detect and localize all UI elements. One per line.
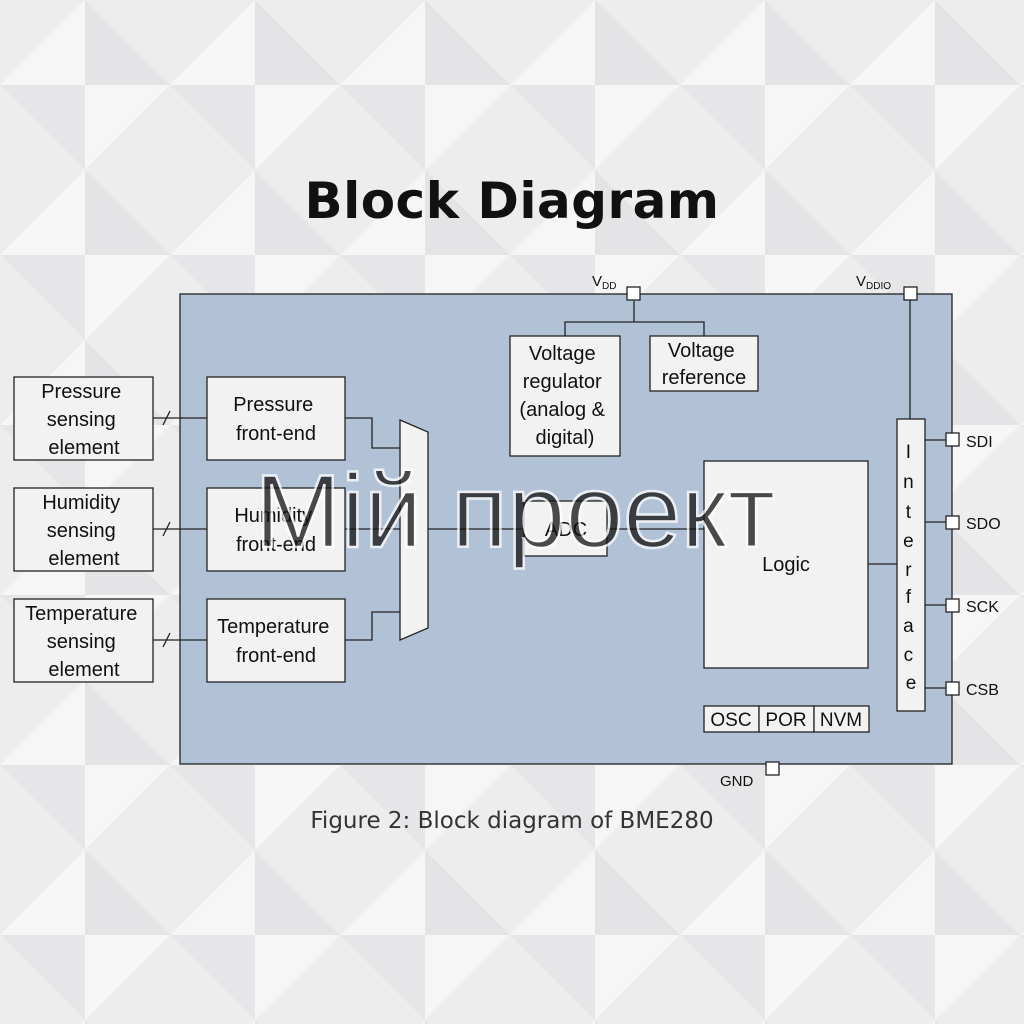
osc-label: OSC	[710, 710, 751, 731]
nvm-label: NVM	[820, 710, 862, 731]
voltage-reference-box	[649, 335, 759, 392]
csb-label: CSB	[966, 682, 999, 699]
temperature-sensor-label: Temperature sensing element	[25, 603, 143, 681]
gnd-pin	[765, 761, 780, 776]
vddio-pin	[903, 286, 918, 301]
humidity-frontend-label: Humidity front-end	[234, 505, 317, 556]
pressure-frontend-box	[206, 376, 346, 461]
adc-label: ADC	[545, 519, 587, 541]
por-box	[758, 705, 815, 733]
watermark: Мій проект	[255, 454, 776, 570]
voltage-regulator-box	[509, 335, 621, 457]
sck-label: SCK	[966, 599, 999, 616]
sck-pin	[945, 598, 960, 613]
pressure-sensor-label: Pressure sensing element	[41, 381, 127, 459]
nvm-box	[813, 705, 870, 733]
vddio-label: VDDIO	[856, 273, 891, 292]
interface-box	[896, 418, 926, 712]
interface-label: I n t e r f a c e	[903, 442, 919, 694]
logic-box	[703, 460, 869, 669]
pressure-frontend-label: Pressure front-end	[233, 394, 319, 445]
por-label: POR	[765, 710, 806, 731]
vdd-label: VDD	[592, 273, 616, 292]
page-title: Block Diagram	[304, 172, 720, 230]
osc-box	[703, 705, 760, 733]
temperature-frontend-label: Temperature front-end	[217, 616, 335, 667]
vdd-pin	[626, 286, 641, 301]
voltage-regulator-label: Voltage regulator (analog & digital)	[519, 343, 610, 449]
sdi-label: SDI	[966, 434, 993, 451]
csb-pin	[945, 681, 960, 696]
humidity-frontend-box	[206, 487, 346, 572]
temperature-frontend-box	[206, 598, 346, 683]
sdi-pin	[945, 432, 960, 447]
gnd-label: GND	[720, 773, 754, 790]
temperature-sensor-box	[13, 598, 154, 683]
logic-label: Logic	[762, 554, 810, 576]
sdo-label: SDO	[966, 516, 1001, 533]
humidity-sensor-label: Humidity sensing element	[42, 492, 125, 570]
voltage-reference-label: Voltage reference	[662, 340, 747, 389]
multiplexer	[399, 419, 429, 641]
figure-caption: Figure 2: Block diagram of BME280	[310, 808, 714, 834]
adc-box	[523, 500, 608, 557]
sdo-pin	[945, 515, 960, 530]
